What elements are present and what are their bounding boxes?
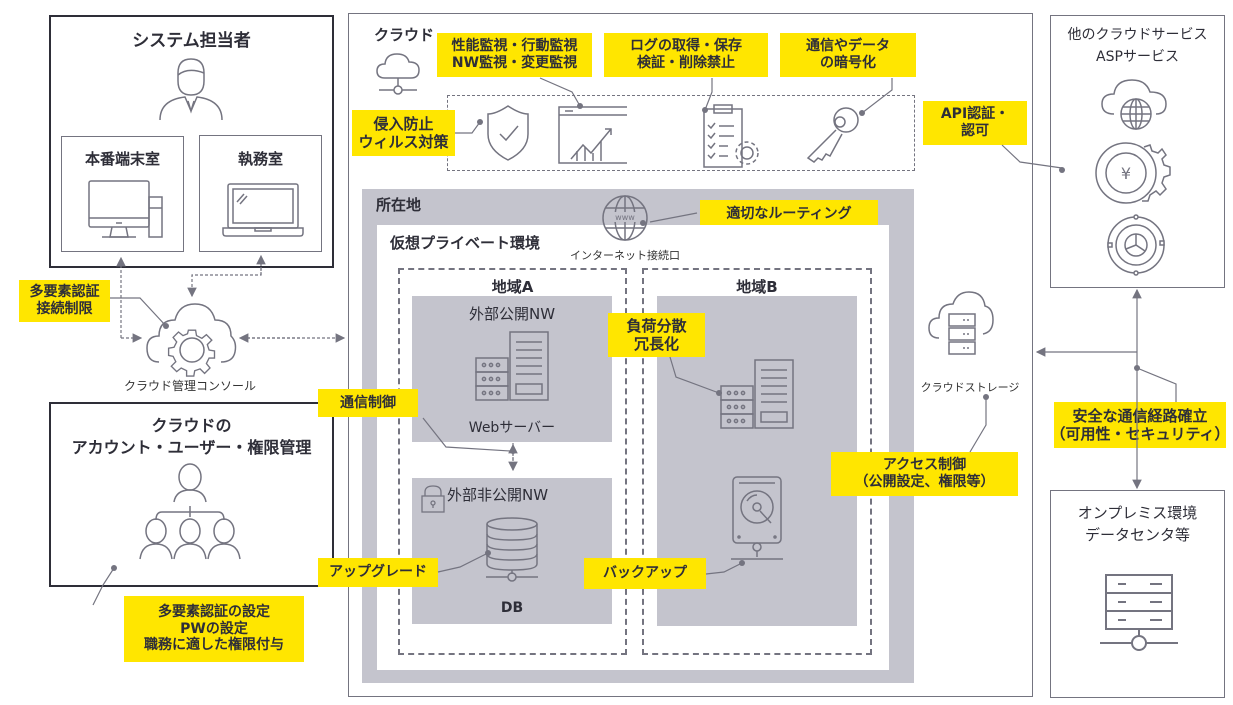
database-icon	[484, 516, 540, 582]
lock-icon	[421, 484, 445, 514]
key-icon	[800, 100, 870, 164]
production-terminal-room	[61, 136, 184, 252]
routing-callout: 適切なルーティング	[700, 200, 878, 228]
region-b-title: 地域B	[736, 278, 778, 296]
svg-text:www: www	[615, 213, 635, 222]
secure-path-callout: 安全な通信経路確立 （可用性・セキュリティ）	[1050, 402, 1230, 448]
cloud-storage-icon	[925, 290, 995, 360]
private-nw-area	[412, 478, 612, 624]
cloud-network-icon	[375, 50, 421, 96]
logs-line1: ログの取得・保存	[630, 38, 742, 55]
cloud-storage-label: クラウドストレージ	[920, 381, 1020, 394]
intrusion-line2: ウィルス対策	[358, 133, 449, 151]
account-mgmt-callout: 多要素認証の設定 PWの設定 職務に適した権限付与	[124, 596, 304, 662]
upgrade-callout: アップグレード	[318, 558, 438, 587]
comm-control-text: 通信制御	[340, 394, 396, 411]
other-cloud-title-2: ASPサービス	[1096, 49, 1179, 65]
load-balance-callout: 負荷分散 冗長化	[608, 313, 705, 357]
location-title: 所在地	[376, 196, 422, 214]
office-room	[199, 135, 322, 252]
user-hierarchy-icon	[138, 462, 242, 566]
secure-path-line2: （可用性・セキュリティ）	[1050, 425, 1230, 443]
load-balance-line1: 負荷分散	[626, 317, 687, 335]
hard-drive-icon	[729, 475, 785, 567]
account-mgmt-title-2: アカウント・ユーザー・権限管理	[71, 438, 312, 457]
encryption-line1: 通信やデータ	[806, 38, 890, 55]
logs-line2: 検証・削除禁止	[637, 55, 735, 71]
onprem-title-1: オンプレミス環境	[1077, 504, 1198, 522]
web-server-icon	[474, 330, 550, 402]
upgrade-text: アップグレード	[329, 564, 427, 581]
console-callout: 多要素認証 接続制限	[19, 280, 110, 322]
private-nw-title: 外部非公開NW	[447, 486, 549, 504]
pie-chart-cycle-icon	[1105, 213, 1167, 277]
api-line1: API認証・	[940, 106, 1010, 123]
encryption-line2: の暗号化	[820, 55, 876, 71]
console-label: クラウド管理コンソール	[123, 379, 256, 393]
logs-callout: ログの取得・保存 検証・削除禁止	[604, 33, 768, 77]
region-a-title: 地域A	[491, 278, 534, 296]
vpc-title: 仮想プライベート環境	[390, 234, 541, 252]
cloud-gear-icon	[145, 298, 239, 380]
load-balance-line2: 冗長化	[633, 335, 679, 353]
account-callout-line1: 多要素認証の設定	[158, 603, 270, 620]
internet-gateway-label: インターネット接続口	[570, 249, 680, 262]
encryption-callout: 通信やデータ の暗号化	[780, 33, 916, 77]
monitoring-line2: NW監視・変更監視	[451, 55, 578, 71]
desktop-computer-icon	[88, 180, 164, 240]
cloud-globe-icon	[1100, 76, 1172, 132]
account-mgmt-title-1: クラウドの	[151, 416, 232, 435]
account-callout-line2: PWの設定	[180, 620, 248, 637]
cloud-box	[348, 13, 1033, 697]
routing-text: 適切なルーティング	[726, 205, 852, 222]
intrusion-callout: 侵入防止 ウィルス対策	[352, 110, 455, 156]
account-mgmt-box	[49, 402, 334, 587]
shield-check-icon	[478, 104, 538, 162]
db-label: DB	[500, 600, 524, 616]
datacenter-server-icon	[1098, 573, 1180, 653]
intrusion-line1: 侵入防止	[373, 115, 434, 133]
cloud-title: クラウド	[374, 26, 435, 44]
office-room-label: 執務室	[237, 150, 283, 168]
onprem-box	[1050, 490, 1225, 698]
analytics-chart-icon	[557, 105, 627, 165]
public-nw-title: 外部公開NW	[468, 305, 556, 323]
secure-path-line1: 安全な通信経路確立	[1072, 407, 1208, 425]
backup-text: バックアップ	[603, 565, 687, 582]
console-callout-line1: 多要素認証	[29, 284, 100, 301]
api-line2: 認可	[961, 123, 989, 139]
system-admin-title: システム担当者	[132, 31, 251, 51]
region-a	[398, 268, 627, 655]
server-icon	[719, 358, 795, 430]
access-control-line2: （公開設定、権限等）	[854, 474, 995, 490]
onprem-title-2: データセンタ等	[1084, 526, 1190, 544]
production-terminal-room-label: 本番端末室	[84, 150, 160, 168]
other-cloud-title-1: 他のクラウドサービス	[1067, 27, 1208, 43]
access-control-line1: アクセス制御	[882, 457, 967, 474]
svg-text:¥: ¥	[1121, 164, 1131, 183]
api-auth-callout: API認証・ 認可	[923, 101, 1027, 145]
console-callout-line2: 接続制限	[36, 301, 93, 317]
checklist-gear-icon	[702, 103, 764, 169]
monitoring-callout: 性能監視・行動監視 NW監視・変更監視	[437, 33, 592, 77]
monitoring-line1: 性能監視・行動監視	[451, 38, 578, 55]
access-control-callout: アクセス制御 （公開設定、権限等）	[831, 452, 1018, 496]
www-globe-icon: www	[600, 193, 650, 243]
account-callout-line3: 職務に適した権限付与	[144, 637, 284, 654]
web-server-label: Webサーバー	[468, 420, 556, 436]
person-icon	[158, 55, 224, 121]
backup-callout: バックアップ	[584, 558, 706, 589]
laptop-icon	[222, 182, 304, 238]
comm-control-callout: 通信制御	[318, 389, 418, 417]
yen-gear-icon: ¥	[1094, 141, 1174, 205]
